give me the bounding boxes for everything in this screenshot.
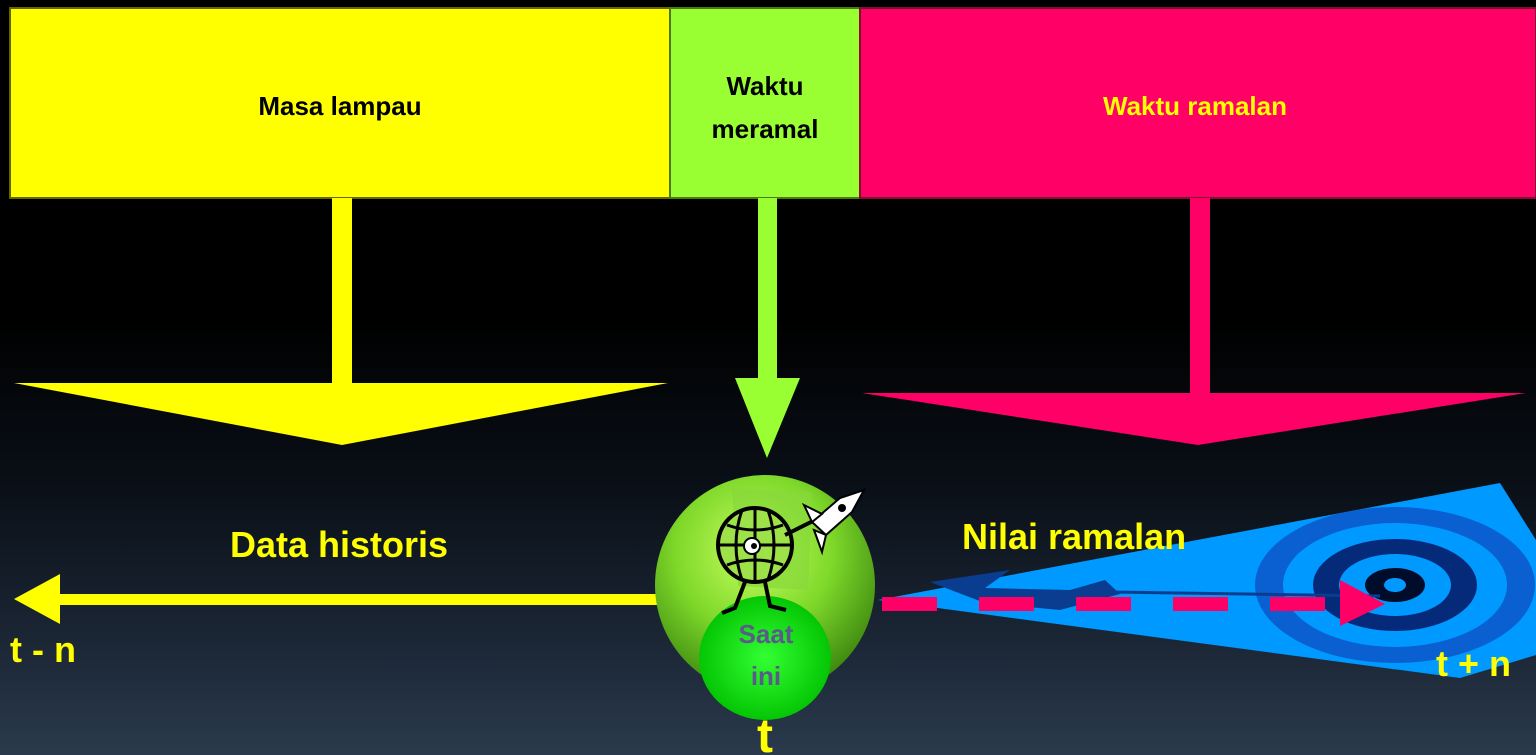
future-box-label: Waktu ramalan <box>1103 91 1287 121</box>
future-down-arrow <box>862 198 1526 445</box>
present-ellipse <box>699 596 831 720</box>
now-box: Waktu meramal <box>670 8 860 198</box>
past-box-label: Masa lampau <box>258 91 421 121</box>
now-down-arrow <box>735 198 800 458</box>
past-down-arrow <box>14 198 668 445</box>
t-plus-n-label: t + n <box>1436 643 1511 684</box>
t-present-label: t <box>757 710 773 755</box>
now-box-label-line1: Waktu <box>726 71 803 101</box>
historical-timeline-arrow <box>14 574 665 624</box>
t-minus-n-label: t - n <box>10 629 76 670</box>
forecast-value-label: Nilai ramalan <box>962 516 1186 557</box>
future-box: Waktu ramalan <box>860 8 1536 198</box>
past-box: Masa lampau <box>10 8 670 198</box>
present-globe: Saat ini <box>655 475 875 720</box>
present-label-line2: ini <box>751 661 781 691</box>
present-label-line1: Saat <box>739 619 794 649</box>
historical-data-label: Data historis <box>230 524 448 565</box>
now-box-label-line2: meramal <box>712 114 819 144</box>
